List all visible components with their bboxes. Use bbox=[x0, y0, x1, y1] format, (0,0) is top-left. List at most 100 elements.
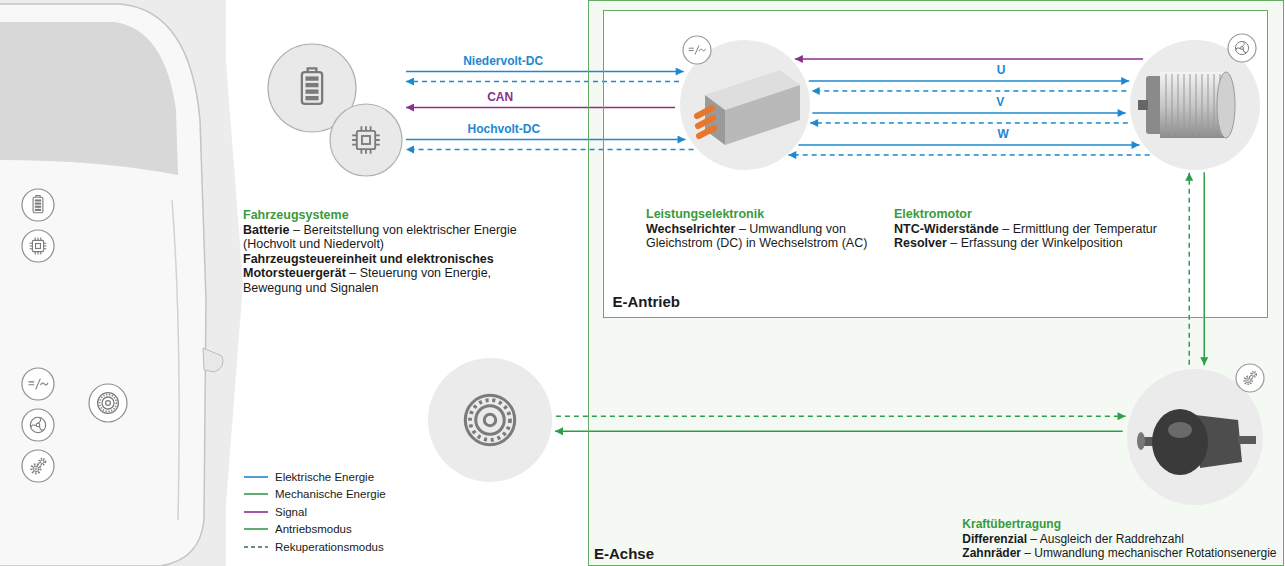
legend-text: Antriebsmodus bbox=[275, 522, 352, 536]
heading-line: Elektromotor bbox=[894, 207, 1179, 222]
connector bbox=[406, 139, 686, 141]
battery-icon bbox=[302, 68, 322, 104]
legend-text: Rekuperationsmodus bbox=[275, 540, 384, 554]
connector-label: Hochvolt-DC bbox=[466, 123, 543, 136]
legend-sample bbox=[243, 507, 269, 517]
inverter-icon bbox=[689, 46, 705, 54]
heading-line: Kraftübertragung bbox=[962, 517, 1276, 532]
description-line: Resolver– Erfassung der Winkelposition bbox=[894, 236, 1179, 251]
connector bbox=[809, 80, 1129, 82]
icon-badge bbox=[22, 450, 54, 482]
connector-label: W bbox=[995, 128, 1010, 141]
component-heading: Leistungselektronik bbox=[646, 207, 764, 221]
legend-sample bbox=[243, 472, 269, 482]
connector-label: Niedervolt-DC bbox=[461, 55, 545, 68]
legend-item: Rekuperationsmodus bbox=[243, 538, 386, 556]
legend-item: Antriebsmodus bbox=[243, 521, 386, 539]
gear-highlight bbox=[1168, 422, 1192, 438]
icon-badge bbox=[22, 189, 54, 221]
motor-ribs bbox=[1166, 74, 1220, 136]
legend-item: Mechanische Energie bbox=[243, 486, 386, 504]
inverter-connectors bbox=[697, 108, 714, 136]
legend-text: Mechanische Energie bbox=[275, 487, 386, 501]
description-line: Fahrzeugsteuereinheit und elektronisches… bbox=[243, 252, 543, 296]
legend-line bbox=[244, 476, 268, 478]
motor-end bbox=[1217, 72, 1235, 138]
connector bbox=[810, 122, 1128, 124]
icon-badge bbox=[683, 36, 711, 64]
wheel-figure bbox=[428, 358, 552, 482]
component-circle bbox=[428, 358, 552, 482]
text-block: LeistungselektronikWechselrichter– Umwan… bbox=[646, 207, 882, 251]
motor-icon bbox=[30, 417, 45, 432]
connector bbox=[798, 144, 1139, 146]
battery-icon bbox=[33, 196, 43, 213]
chip-icon bbox=[30, 238, 47, 255]
connector bbox=[812, 90, 1127, 92]
connector-label: CAN bbox=[485, 91, 515, 104]
legend-text: Signal bbox=[275, 505, 307, 519]
chip-icon bbox=[352, 126, 380, 154]
component-circle bbox=[428, 358, 552, 482]
car-body bbox=[0, 4, 206, 566]
part-name: Differenzial bbox=[962, 532, 1027, 546]
icon-badge bbox=[22, 230, 54, 262]
chip-circle bbox=[330, 104, 402, 176]
gear-body bbox=[1152, 409, 1208, 475]
connector bbox=[406, 149, 694, 151]
legend-item: Signal bbox=[243, 503, 386, 521]
connector bbox=[812, 112, 1125, 114]
motor-icon bbox=[1235, 41, 1248, 54]
region-label: E-Achse bbox=[594, 545, 654, 563]
motor-body bbox=[1160, 72, 1226, 138]
car-drawing bbox=[0, 4, 223, 566]
icon-badge bbox=[22, 409, 54, 441]
icon-group: FahrzeugsystemeBatterie– Bereitstellung … bbox=[268, 42, 402, 176]
legend-sample bbox=[243, 524, 269, 534]
component-heading: Fahrzeugsysteme bbox=[243, 208, 349, 222]
description-line: Wechselrichter– Umwandlung von Gleichstr… bbox=[646, 222, 882, 251]
legend-text: Elektrische Energie bbox=[275, 470, 374, 484]
connector bbox=[788, 154, 1149, 156]
wheel-icon bbox=[465, 395, 514, 444]
connector bbox=[406, 71, 684, 73]
car-glass bbox=[0, 22, 178, 175]
description-line: Batterie– Bereitstellung von elektrische… bbox=[243, 223, 543, 252]
motor-figure bbox=[1130, 34, 1260, 170]
text-block: KraftübertragungDifferenzial– Ausgleich … bbox=[962, 517, 1276, 561]
description-line: NTC-Widerstände– Ermittlung der Temperat… bbox=[894, 222, 1179, 237]
gear-flange bbox=[1137, 432, 1145, 450]
gear-icon bbox=[31, 459, 45, 474]
component-heading: Elektromotor bbox=[894, 207, 972, 221]
gear-shaft bbox=[1238, 436, 1256, 444]
component-circle: LeistungselektronikWechselrichter– Umwan… bbox=[679, 39, 809, 169]
icon-badge bbox=[89, 384, 127, 422]
legend-line bbox=[244, 546, 268, 548]
region-label: E-Antrieb bbox=[613, 293, 681, 311]
icon-badge bbox=[1228, 34, 1256, 62]
inverter-side bbox=[725, 85, 800, 145]
region-title: E-Antrieb bbox=[613, 293, 681, 310]
part-description: – Ausgleich der Raddrehzahl bbox=[1030, 532, 1183, 546]
car-mirror bbox=[203, 348, 223, 372]
e-axle-ground bbox=[588, 0, 1284, 566]
part-name: Batterie bbox=[243, 223, 290, 237]
inverter-icon bbox=[29, 379, 48, 389]
description-line: Differenzial– Ausgleich der Raddrehzahl bbox=[962, 532, 1276, 547]
connector bbox=[555, 431, 1123, 433]
heading-line: Leistungselektronik bbox=[646, 207, 882, 222]
legend-sample bbox=[243, 489, 269, 499]
vehicle-systems-figure bbox=[268, 44, 402, 176]
text-block: FahrzeugsystemeBatterie– Bereitstellung … bbox=[243, 208, 543, 295]
region-title: E-Achse bbox=[594, 545, 654, 562]
part-name: NTC-Widerstände bbox=[894, 222, 999, 236]
e-drive-ground bbox=[603, 10, 1268, 318]
part-description: – Umwandlung mechanischer Rotationsenerg… bbox=[1024, 546, 1276, 560]
region-frame: LeistungselektronikWechselrichter– Umwan… bbox=[603, 10, 1268, 318]
region-frame: LeistungselektronikWechselrichter– Umwan… bbox=[588, 0, 1284, 566]
legend-line bbox=[244, 493, 268, 495]
motor-shaft bbox=[1138, 100, 1148, 110]
part-name: Resolver bbox=[894, 236, 947, 250]
connector-label: V bbox=[994, 96, 1006, 109]
